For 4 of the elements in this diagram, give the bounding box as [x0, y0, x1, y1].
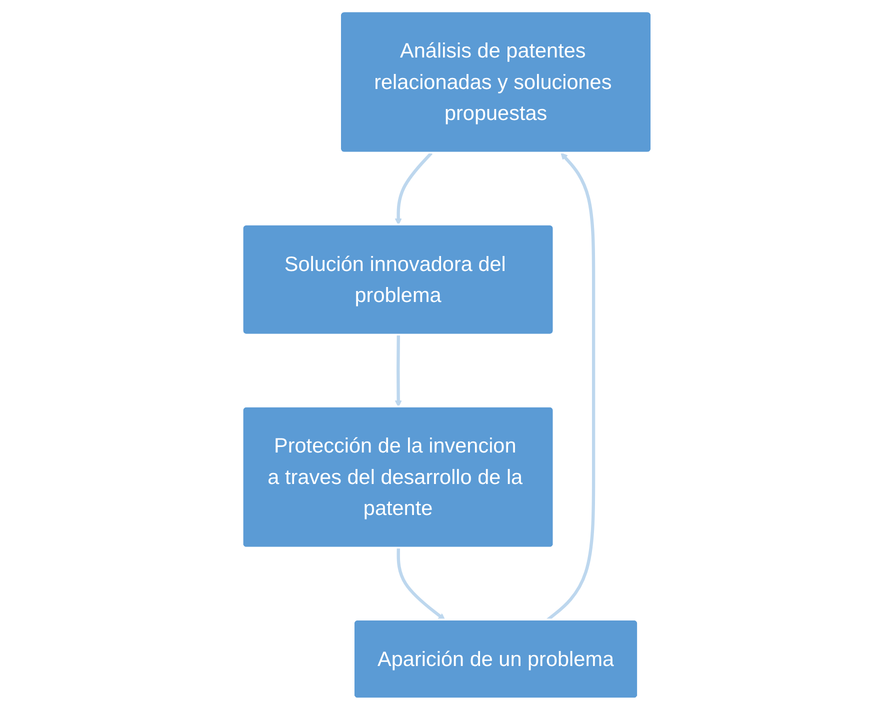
arrow [394, 335, 402, 408]
arrow [394, 152, 432, 226]
arrow [396, 548, 445, 620]
arrow [546, 152, 595, 622]
